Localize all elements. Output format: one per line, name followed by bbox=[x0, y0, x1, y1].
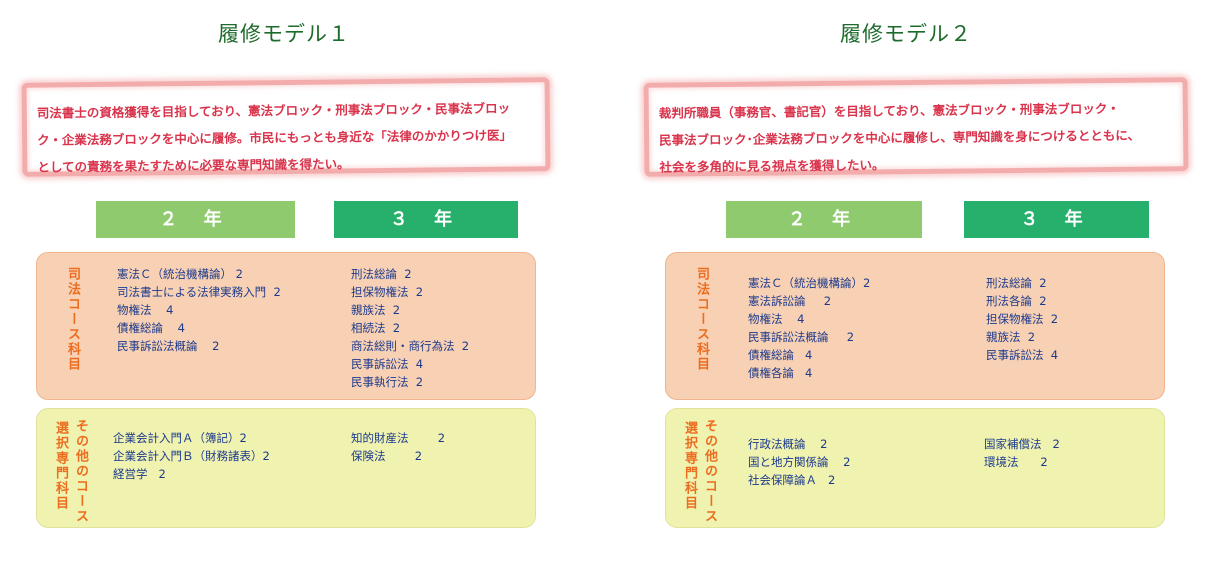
legal-year3-list: 刑法総論 2 刑法各論 2 担保物権法 2 親族法 2 民事訴訟法 4 bbox=[986, 274, 1058, 364]
legal-year2-list: 憲法Ｃ（統治機構論） 2 司法書士による法律実務入門 2 物権法 4 債権総論 … bbox=[117, 265, 281, 355]
course-item: 憲法訴訟論 2 bbox=[748, 294, 832, 308]
course-item: 民事訴訟法概論 2 bbox=[748, 330, 855, 344]
course-item: 物権法 4 bbox=[748, 312, 805, 326]
legal-year2-list: 憲法Ｃ（統治機構論）2 憲法訴訟論 2 物権法 4 民事訴訟法概論 2 債権総論… bbox=[748, 274, 870, 382]
elective-label: 選択専門科目 bbox=[53, 421, 68, 511]
year-3-header: ３ 年 bbox=[334, 201, 518, 238]
course-item: 民事訴訟法 4 bbox=[351, 357, 424, 371]
course-item: 国家補償法 2 bbox=[984, 437, 1060, 451]
course-item: 債権各論 4 bbox=[748, 366, 813, 380]
year-2-header: ２ 年 bbox=[96, 201, 295, 238]
course-item: 憲法Ｃ（統治機構論）2 bbox=[748, 276, 871, 290]
other-year3-list: 知的財産法 2 保険法 2 bbox=[351, 429, 445, 465]
other-year2-list: 行政法概論 2 国と地方関係論 2 社会保障論Ａ 2 bbox=[748, 435, 850, 489]
course-item: 親族法 2 bbox=[351, 303, 401, 317]
other-course-box: その他のコース 選択専門科目 企業会計入門Ａ（簿記）2 企業会計入門Ｂ（財務諸表… bbox=[36, 408, 536, 528]
model-title: 履修モデル２ bbox=[840, 22, 972, 46]
course-item: 刑法総論 2 bbox=[986, 276, 1047, 290]
course-item: 債権総論 4 bbox=[748, 348, 813, 362]
other-course-label: その他のコース bbox=[73, 419, 88, 524]
course-item: 憲法Ｃ（統治機構論） 2 bbox=[117, 267, 243, 281]
course-item: 社会保障論Ａ 2 bbox=[748, 473, 836, 487]
course-item: 刑法総論 2 bbox=[351, 267, 412, 281]
course-item: 司法書士による法律実務入門 2 bbox=[117, 285, 281, 299]
description-line: 民事法ブロック･企業法務ブロックを中心に履修し、専門知識を身につけるとともに、 bbox=[659, 127, 1141, 148]
legal-course-box: 司法コース科目 憲法Ｃ（統治機構論） 2 司法書士による法律実務入門 2 物権法… bbox=[36, 252, 536, 400]
course-item: 企業会計入門Ｂ（財務諸表）2 bbox=[113, 449, 270, 463]
model-description: 裁判所職員（事務官、書記官）を目指しており、憲法ブロック・刑事法ブロック・ 民事… bbox=[643, 77, 1189, 177]
course-item: 民事訴訟法 4 bbox=[986, 348, 1059, 362]
course-item: 担保物権法 2 bbox=[351, 285, 424, 299]
legal-course-label: 司法コース科目 bbox=[65, 267, 80, 372]
other-course-box: その他のコース 選択専門科目 行政法概論 2 国と地方関係論 2 社会保障論Ａ … bbox=[665, 408, 1165, 528]
description-line: 社会を多角的に見る視点を獲得したい。 bbox=[659, 157, 885, 175]
other-course-label: その他のコース bbox=[702, 419, 717, 524]
model-title: 履修モデル１ bbox=[218, 22, 350, 46]
course-item: 刑法各論 2 bbox=[986, 294, 1047, 308]
course-item: 商法総則・商行為法 2 bbox=[351, 339, 470, 353]
course-item: 国と地方関係論 2 bbox=[748, 455, 851, 469]
description-line: としての責務を果たすために必要な専門知識を得たい。 bbox=[37, 156, 350, 175]
year-3-header: ３ 年 bbox=[964, 201, 1149, 238]
model-description: 司法書士の資格獲得を目指しており、憲法ブロック・刑事法ブロック・民事法ブロッ ク… bbox=[21, 77, 551, 177]
legal-year3-list: 刑法総論 2 担保物権法 2 親族法 2 相続法 2 商法総則・商行為法 2 民… bbox=[351, 265, 469, 391]
course-item: 保険法 2 bbox=[351, 449, 423, 463]
course-item: 経営学 2 bbox=[113, 467, 166, 481]
model-1-panel: 履修モデル１ 司法書士の資格獲得を目指しており、憲法ブロック・刑事法ブロック・民… bbox=[0, 0, 551, 574]
course-item: 親族法 2 bbox=[986, 330, 1036, 344]
other-year3-list: 国家補償法 2 環境法 2 bbox=[984, 435, 1060, 471]
course-item: 知的財産法 2 bbox=[351, 431, 446, 445]
course-item: 民事訴訟法概論 2 bbox=[117, 339, 220, 353]
legal-course-box: 司法コース科目 憲法Ｃ（統治機構論）2 憲法訴訟論 2 物権法 4 民事訴訟法概… bbox=[665, 252, 1165, 400]
course-item: 債権総論 4 bbox=[117, 321, 185, 335]
legal-course-label: 司法コース科目 bbox=[694, 267, 709, 372]
other-year2-list: 企業会計入門Ａ（簿記）2 企業会計入門Ｂ（財務諸表）2 経営学 2 bbox=[113, 429, 270, 483]
course-item: 担保物権法 2 bbox=[986, 312, 1059, 326]
course-item: 環境法 2 bbox=[984, 455, 1048, 469]
course-item: 相続法 2 bbox=[351, 321, 401, 335]
course-item: 物権法 4 bbox=[117, 303, 174, 317]
elective-label: 選択専門科目 bbox=[682, 421, 697, 511]
course-item: 企業会計入門Ａ（簿記）2 bbox=[113, 431, 247, 445]
description-line: ク・企業法務ブロックを中心に履修。市民にもっとも身近な「法律のかかりつけ医」 bbox=[37, 127, 513, 148]
model-2-panel: 履修モデル２ 裁判所職員（事務官、書記官）を目指しており、憲法ブロック・刑事法ブ… bbox=[632, 0, 1189, 574]
year-2-header: ２ 年 bbox=[726, 201, 922, 238]
course-item: 民事執行法 2 bbox=[351, 375, 424, 389]
course-item: 行政法概論 2 bbox=[748, 437, 828, 451]
